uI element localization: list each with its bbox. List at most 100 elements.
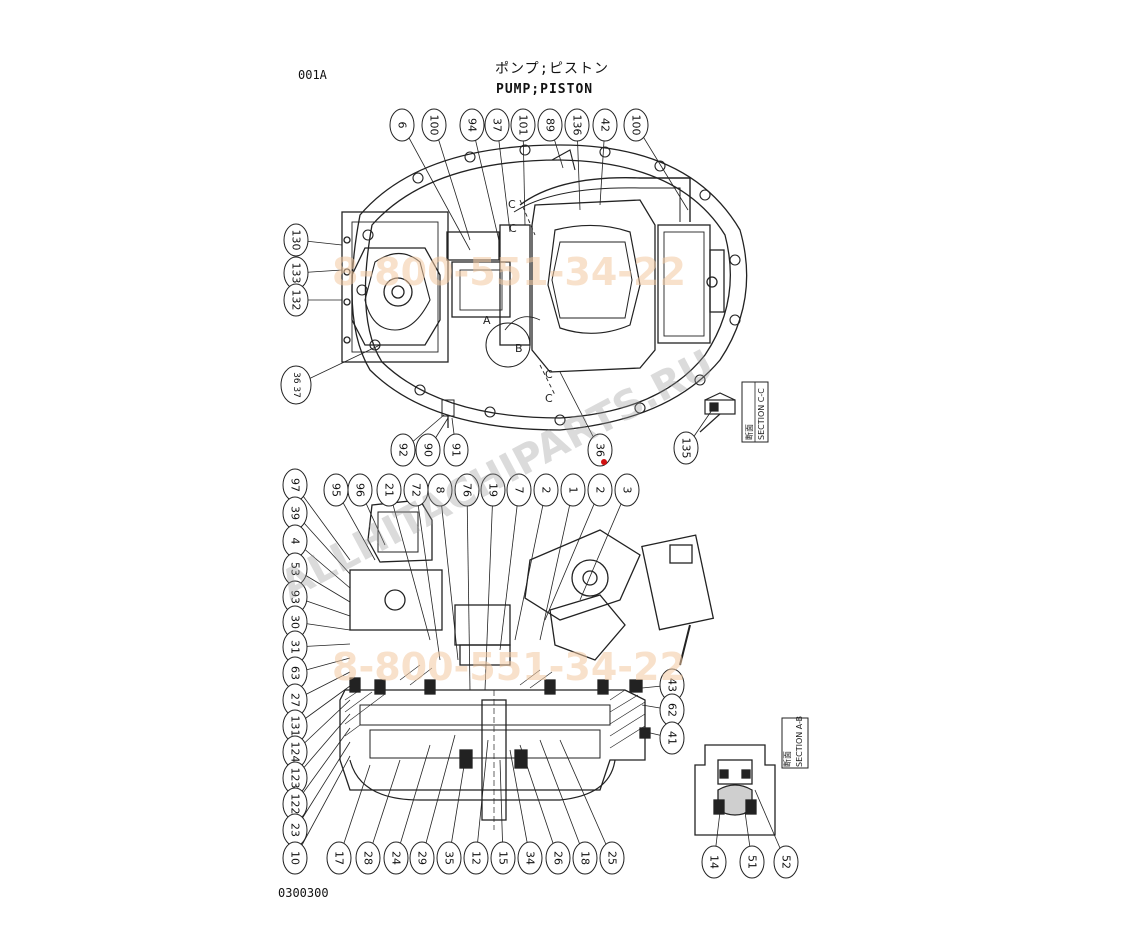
callout-14: 14 [701,811,727,879]
callout-35: 35 [436,759,466,875]
callout-circle [533,473,559,507]
callout-92: 92 [390,414,445,467]
callout-100: 100 [421,108,471,241]
callout-label: 15 [497,851,510,865]
callout-95: 95 [323,473,376,561]
housing-inner-outline [364,159,731,419]
leader-line [471,124,501,246]
callout-circle [484,108,510,142]
callout-label: 76 [461,483,474,497]
callout-label: 43 [666,678,679,692]
leader-line [559,739,613,859]
callout-133: 133 [283,256,343,290]
mark-a: A [483,314,491,327]
callout-26: 26 [519,744,571,875]
callout-3: 3 [579,473,640,601]
gear-pump-body [351,247,441,346]
callout-circle [480,473,506,507]
housing-bolt-holes [356,144,741,426]
callout-label: 36 [594,443,607,457]
callout-label: 39 [289,506,302,520]
view-marks: A B C C C C [483,198,553,405]
callout-label: 2 [540,487,553,494]
hatching [344,664,646,749]
callout-circle [436,841,462,875]
callout-circle [463,841,489,875]
leader-line [484,489,494,691]
callout-label: 29 [416,851,429,865]
callout-label: 17 [333,851,346,865]
callout-label: 89 [544,118,557,132]
callout-label: 53 [289,562,302,576]
callout-90: 90 [415,417,449,467]
leader-line [367,759,401,859]
callout-circle [510,108,536,142]
plate-bolts [343,236,351,344]
leader-line [395,744,431,859]
callout-131: 131 [282,685,351,743]
callout-label: 35 [443,851,456,865]
callout-42: 42 [592,108,618,206]
callout-label: 97 [289,478,302,492]
leader-line [539,739,586,859]
red-marker [601,459,607,465]
leader-line [522,124,526,226]
callout-circle [537,108,563,142]
callout-122: 122 [282,727,351,821]
leader-line [448,759,466,859]
callout-circle [283,223,309,257]
callout-136: 136 [564,108,590,211]
housing-outline [351,144,748,431]
callout-25: 25 [559,739,625,875]
callout-circle [572,841,598,875]
callout-label: 135 [680,438,693,459]
callout-36-37: 36 37 [280,344,381,405]
pipe-top [519,177,691,222]
cross-section-view [339,499,715,830]
callout-label: 31 [289,640,302,654]
callout-label: 100 [630,115,643,136]
callout-label: 96 [354,483,367,497]
title-english: PUMP;PISTON [496,82,594,97]
leader-line [539,489,574,641]
callout-circle [560,473,586,507]
main-pump-head [531,199,656,373]
leader-line [496,124,511,233]
section-cc-jp: 断面 [744,424,754,440]
callout-6: 6 [389,108,471,251]
callout-8: 8 [427,473,459,661]
regulator-group [524,529,641,621]
callout-circle [701,845,727,879]
callout-circle [427,473,453,507]
callout-label: 100 [428,115,441,136]
callout-circle [282,841,308,875]
callout-circle [587,473,613,507]
callout-4: 4 [282,524,351,589]
callout-101: 101 [510,108,536,226]
callout-96: 96 [347,473,386,546]
leader-line [519,744,559,859]
mark-c4: C [545,392,553,405]
section-ab-jp: 断面 [782,751,792,767]
leader-line [439,489,459,661]
callout-label: 133 [290,263,303,284]
callout-label: 7 [513,487,526,494]
callout-label: 2 [594,487,607,494]
callout-circle [459,108,485,142]
callout-17: 17 [326,764,371,875]
callout-94: 94 [459,108,501,246]
section-ab-en: SECTION A-B [795,716,804,767]
callout-97: 97 [282,468,351,561]
callout-circle [623,108,649,142]
callout-circle [517,841,543,875]
callout-circle [326,841,352,875]
callout-23: 23 [282,741,351,847]
callout-label: 34 [524,851,537,865]
title-japanese: ポンプ;ピストン [495,61,610,77]
callout-label: 41 [666,731,679,745]
leader-line [294,727,351,805]
callout-15: 15 [490,759,516,875]
callout-1: 1 [539,473,586,641]
callout-label: 25 [606,851,619,865]
